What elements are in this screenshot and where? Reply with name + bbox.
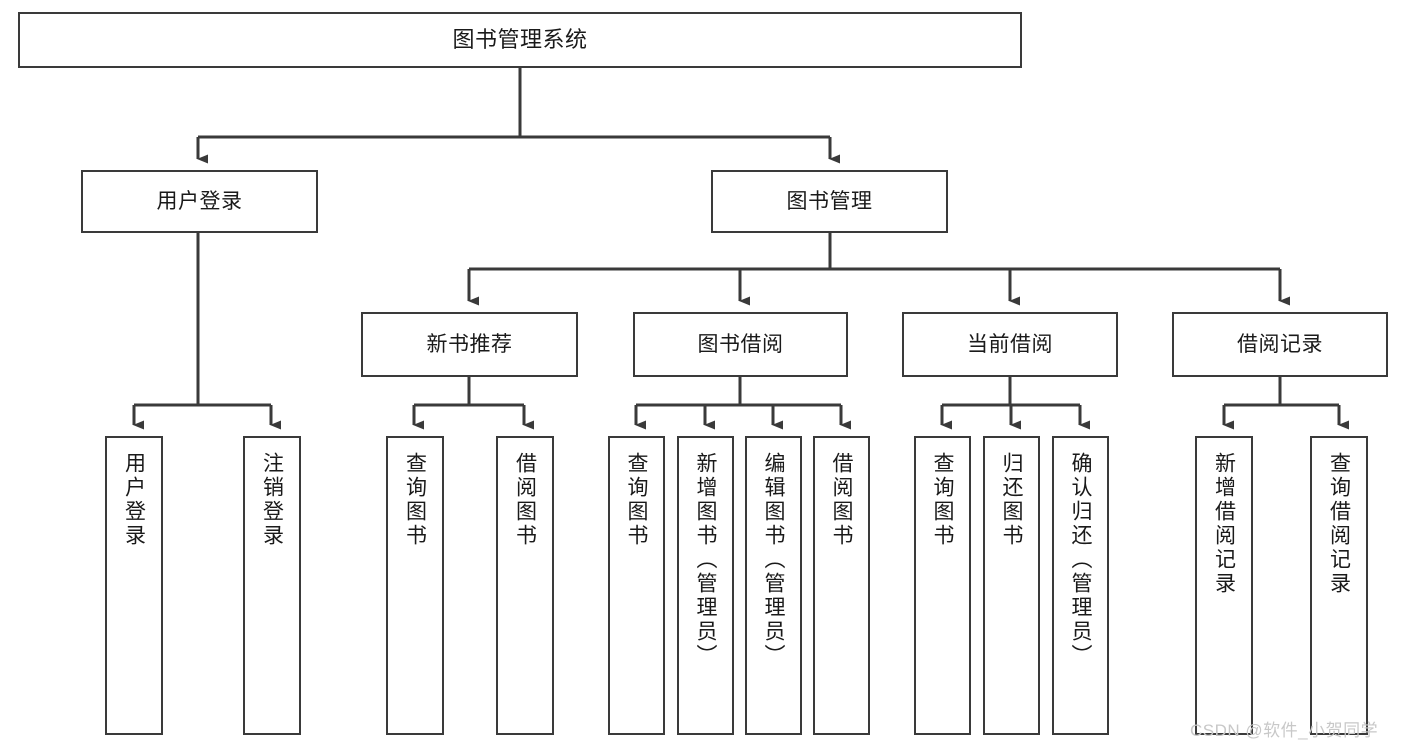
node-label: 图书借阅 [697,332,784,356]
node-label: 图书管理 [786,189,873,213]
leaf-record-query-record[interactable]: 查询借阅记录 [1310,436,1368,735]
node-label: 图书管理系统 [452,26,588,52]
node-label: 新增图书（管理员） [694,452,717,668]
node-label: 新书推荐 [426,332,513,356]
leaf-record-add-record[interactable]: 新增借阅记录 [1195,436,1253,735]
csdn-watermark: CSDN @软件_小贺同学 [1190,721,1379,740]
node-label: 用户登录 [156,189,243,213]
node-label: 借阅记录 [1237,332,1323,356]
node-root-system[interactable]: 图书管理系统 [18,12,1022,68]
node-label: 借阅图书 [513,452,537,548]
leaf-borrow-borrow-book[interactable]: 借阅图书 [813,436,870,735]
node-current-borrow[interactable]: 当前借阅 [902,312,1118,377]
node-label: 新增借阅记录 [1212,452,1236,596]
node-book-management[interactable]: 图书管理 [711,170,948,233]
node-user-login[interactable]: 用户登录 [81,170,318,233]
node-label: 查询图书 [931,452,954,548]
node-label: 确认归还（管理员） [1069,452,1092,668]
node-label: 借阅图书 [830,452,853,548]
node-label: 查询图书 [625,452,648,548]
node-label: 编辑图书（管理员） [762,452,785,668]
leaf-current-confirm-return-admin[interactable]: 确认归还（管理员） [1052,436,1109,735]
node-label: 注销登录 [260,452,284,548]
node-book-borrow[interactable]: 图书借阅 [633,312,848,377]
node-label: 查询图书 [403,452,427,548]
leaf-borrow-add-book-admin[interactable]: 新增图书（管理员） [677,436,734,735]
leaf-recommend-query-book[interactable]: 查询图书 [386,436,444,735]
leaf-current-return-book[interactable]: 归还图书 [983,436,1040,735]
leaf-recommend-borrow-book[interactable]: 借阅图书 [496,436,554,735]
node-label: 查询借阅记录 [1327,452,1351,596]
leaf-current-query-book[interactable]: 查询图书 [914,436,971,735]
leaf-borrow-edit-book-admin[interactable]: 编辑图书（管理员） [745,436,802,735]
leaf-user-logout[interactable]: 注销登录 [243,436,301,735]
node-new-book-recommend[interactable]: 新书推荐 [361,312,578,377]
node-borrow-record[interactable]: 借阅记录 [1172,312,1388,377]
leaf-user-login[interactable]: 用户登录 [105,436,163,735]
leaf-borrow-query-book[interactable]: 查询图书 [608,436,665,735]
node-label: 当前借阅 [967,332,1053,356]
node-label: 用户登录 [122,452,146,548]
node-label: 归还图书 [1000,452,1023,548]
